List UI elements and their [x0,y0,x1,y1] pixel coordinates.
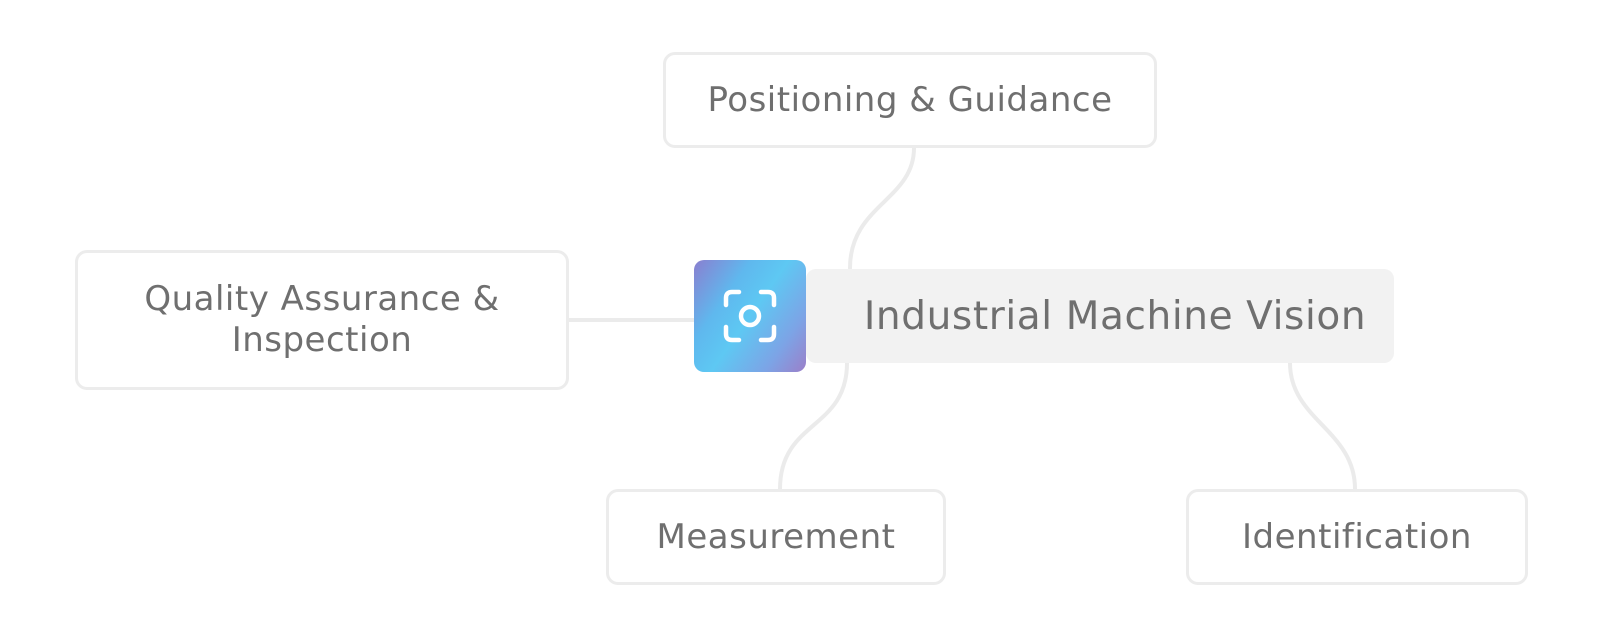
branch-node-identification[interactable]: Identification [1186,489,1528,585]
branch-label: Measurement [656,516,896,557]
camera-focus-icon [723,289,777,343]
connector-measurement [778,361,849,491]
central-topic-icon-tile [694,260,806,372]
central-topic-label: Industrial Machine Vision [863,293,1367,339]
branch-label: Positioning & Guidance [707,79,1113,120]
central-topic-node[interactable]: Industrial Machine Vision [806,269,1394,363]
connector-positioning [848,146,916,270]
branch-node-positioning-guidance[interactable]: Positioning & Guidance [663,52,1157,148]
branch-node-quality-assurance[interactable]: Quality Assurance & Inspection [75,250,569,390]
branch-label: Quality Assurance & Inspection [144,279,500,360]
branch-label: Identification [1242,516,1472,557]
connector-identification [1288,361,1357,491]
branch-node-measurement[interactable]: Measurement [606,489,946,585]
